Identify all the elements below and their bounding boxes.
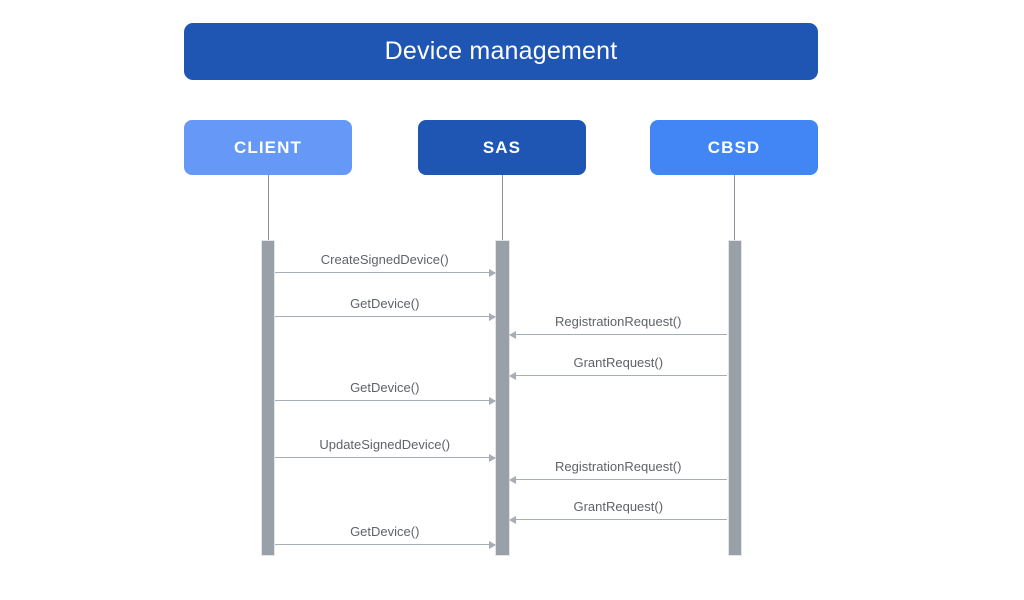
arrowhead-right-icon (488, 268, 496, 277)
message-line (275, 544, 495, 545)
participant-box-sas[interactable]: SAS (418, 120, 586, 175)
message-line (275, 316, 495, 317)
message-client-to-sas[interactable]: GetDevice() (275, 381, 496, 405)
message-line (509, 334, 727, 335)
participant-box-client[interactable]: CLIENT (184, 120, 352, 175)
arrowhead-left-icon (508, 515, 516, 524)
participant-label: CBSD (707, 138, 761, 157)
activation-bar-sas (494, 240, 510, 556)
message-client-to-sas[interactable]: GetDevice() (275, 525, 496, 549)
message-line (275, 457, 495, 458)
message-line (509, 479, 727, 480)
message-line (275, 272, 495, 273)
message-label: RegistrationRequest() (555, 459, 682, 474)
arrowhead-right-icon (488, 312, 496, 321)
arrowhead-left-icon (508, 371, 516, 380)
message-line (509, 519, 727, 520)
message-label: UpdateSignedDevice() (319, 437, 451, 452)
arrowhead-left-icon (508, 330, 516, 339)
arrowhead-right-icon (488, 453, 496, 462)
message-label: CreateSignedDevice() (320, 252, 449, 267)
arrowhead-right-icon (488, 540, 496, 549)
message-cbsd-to-sas[interactable]: GrantRequest() (508, 356, 727, 380)
message-label: GrantRequest() (573, 499, 664, 514)
activation-bar-client (261, 240, 275, 556)
participant-label: CLIENT (234, 138, 302, 157)
message-label: RegistrationRequest() (555, 314, 682, 329)
message-cbsd-to-sas[interactable]: RegistrationRequest() (508, 460, 727, 484)
participant-label: SAS (482, 138, 522, 157)
diagram-title: Device management (384, 37, 618, 65)
message-line (275, 400, 495, 401)
message-cbsd-to-sas[interactable]: GrantRequest() (508, 500, 727, 524)
diagram-title-bar: Device management (184, 23, 818, 80)
message-cbsd-to-sas[interactable]: RegistrationRequest() (508, 315, 727, 339)
message-client-to-sas[interactable]: UpdateSignedDevice() (275, 438, 496, 462)
message-label: GrantRequest() (573, 355, 664, 370)
message-client-to-sas[interactable]: GetDevice() (275, 297, 496, 321)
message-line (509, 375, 727, 376)
activation-bar-cbsd (728, 240, 742, 556)
arrowhead-left-icon (508, 475, 516, 484)
message-label: GetDevice() (350, 296, 420, 311)
arrowhead-right-icon (488, 396, 496, 405)
message-label: GetDevice() (350, 524, 420, 539)
participant-box-cbsd[interactable]: CBSD (650, 120, 818, 175)
message-label: GetDevice() (350, 380, 420, 395)
message-client-to-sas[interactable]: CreateSignedDevice() (275, 253, 496, 277)
